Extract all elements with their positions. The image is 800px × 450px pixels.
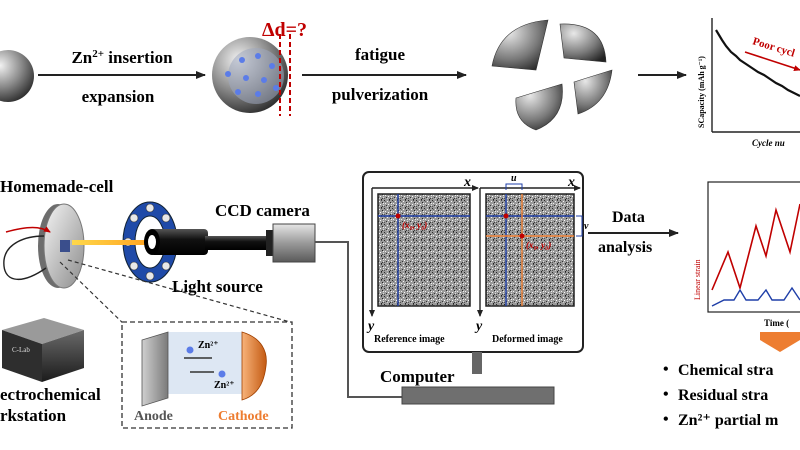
result-arrow — [760, 332, 800, 352]
light-source-label: Light source — [172, 277, 263, 296]
analysis-label-1: Data — [612, 209, 645, 226]
inset-connector-1 — [59, 261, 129, 329]
svg-text:u: u — [511, 173, 517, 184]
zn-ion-2 — [218, 370, 226, 378]
svg-text:y: y — [366, 319, 375, 334]
camera-cable — [315, 241, 405, 398]
computer-label: Computer — [380, 367, 455, 386]
deformed-image: x y (x₀, y₀) u v Deformed image — [474, 173, 589, 345]
delta-label: Δd=? — [262, 19, 307, 41]
workstation-label-1: ectrochemical — [0, 385, 101, 404]
zn-ion-1 — [186, 346, 194, 354]
time-xlabel: Time ( — [764, 318, 789, 328]
pulverized-fragments — [491, 19, 613, 131]
svg-text:x: x — [463, 175, 471, 190]
top-row: Zn2+ insertion expansion Δd=? fatigue pu… — [0, 18, 800, 148]
cathode-plate — [241, 331, 267, 401]
electrochemical-workstation: C-Lab — [2, 318, 84, 382]
svg-text:(x₀, y₀): (x₀, y₀) — [402, 220, 427, 230]
red-lead — [5, 226, 51, 233]
poor-cycle-arrow — [744, 51, 800, 71]
data-analysis: Data analysis Linear strain Time ( • Che… — [588, 181, 800, 429]
inset-connector-2 — [67, 259, 291, 323]
svg-text:•: • — [663, 361, 669, 378]
reference-caption: Reference image — [374, 334, 445, 345]
device-label: C-Lab — [12, 346, 30, 354]
svg-text:•: • — [663, 411, 669, 428]
anode-label: Anode — [134, 409, 173, 424]
black-lead — [3, 235, 47, 281]
strain-series-blue — [711, 286, 800, 307]
homemade-cell-label: Homemade-cell — [0, 177, 114, 196]
result-item-2: Residual stra — [678, 387, 768, 404]
cell-inset: Zn²⁺ Zn²⁺ Anode Cathode — [121, 321, 293, 429]
fatigue-label: fatigue — [355, 45, 406, 64]
capacity-chart: Poor cycl SCapacity (mAh g⁻¹) Cycle nu — [697, 18, 800, 148]
svg-text:(x₀, y₀): (x₀, y₀) — [526, 240, 551, 250]
homemade-cell — [38, 203, 85, 289]
svg-text:•: • — [663, 386, 669, 403]
result-item-1: Chemical stra — [678, 362, 774, 379]
ion-label-top: Zn²⁺ — [198, 340, 219, 351]
strain-ylabel: Linear strain — [693, 259, 702, 300]
analysis-label-2: analysis — [598, 239, 652, 256]
computer: Computer x y (x₀, y₀) Reference image x … — [362, 171, 589, 405]
strain-chart: Linear strain Time ( — [693, 181, 800, 328]
capacity-ylabel: SCapacity (mAh g⁻¹) — [697, 56, 706, 128]
anode-plate — [141, 331, 169, 407]
ccd-camera-label: CCD camera — [215, 201, 310, 220]
ion-label-bottom: Zn²⁺ — [214, 380, 235, 391]
results-list: • Chemical stra • Residual stra • Zn²⁺ p… — [663, 361, 779, 429]
pristine-particle — [0, 50, 34, 102]
light-beam — [72, 240, 164, 245]
strain-series-red — [711, 203, 800, 291]
svg-text:v: v — [584, 221, 589, 232]
result-item-3: Zn²⁺ partial m — [678, 412, 779, 429]
keyboard-base — [401, 386, 555, 405]
capacity-fade-curve — [715, 29, 800, 97]
expanded-particle — [212, 37, 288, 113]
svg-text:x: x — [567, 175, 575, 190]
svg-text:y: y — [474, 319, 483, 334]
reference-image: x y (x₀, y₀) Reference image — [366, 175, 479, 345]
cycle-xlabel: Cycle nu — [752, 138, 785, 148]
ccd-camera — [144, 223, 316, 263]
deformed-caption: Deformed image — [492, 334, 563, 345]
workstation-label-2: rkstation — [0, 406, 67, 425]
cathode-label: Cathode — [218, 409, 269, 424]
expansion-label: expansion — [82, 87, 155, 106]
insertion-label: Zn2+ insertion — [71, 48, 173, 67]
pulverization-label: pulverization — [332, 85, 429, 104]
experimental-setup: Homemade-cell — [0, 177, 405, 429]
